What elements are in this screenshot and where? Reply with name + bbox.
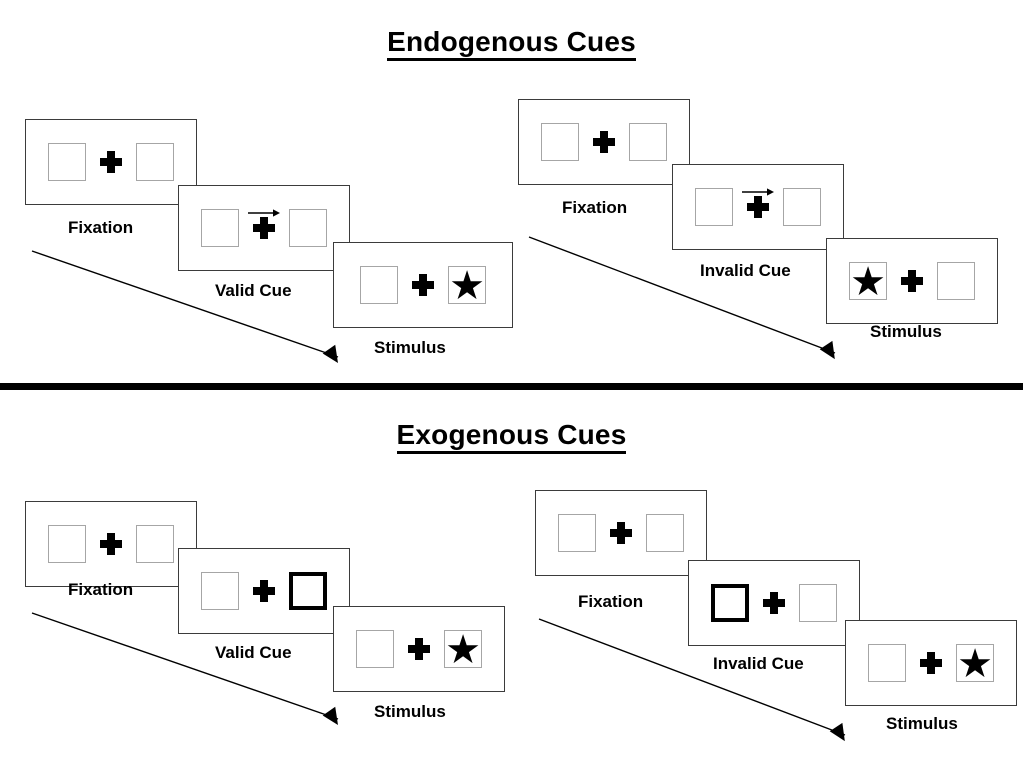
stimulus-box-right	[937, 262, 975, 300]
stimulus-box-left	[356, 630, 394, 668]
stimulus-box-left	[541, 123, 579, 161]
fixation-plus-icon	[901, 270, 923, 292]
fixation-center	[920, 652, 942, 674]
stimulus-box-left-with-target: ★	[849, 260, 887, 304]
fixation-center	[742, 188, 774, 218]
fixation-plus-icon	[408, 638, 430, 660]
stimulus-box-left	[695, 188, 733, 226]
panel-inner	[48, 525, 174, 563]
panel-inner	[201, 572, 327, 610]
caption-endogenous-valid-fixation: Fixation	[68, 218, 134, 237]
panel-endogenous-invalid-stimulus: ★	[826, 238, 998, 324]
stimulus-box-left	[48, 525, 86, 563]
fixation-center	[901, 270, 923, 292]
panel-inner: ★	[356, 628, 482, 672]
panel-inner: ★	[868, 642, 994, 686]
section-divider	[0, 383, 1023, 390]
fixation-center	[593, 131, 615, 153]
caption-endogenous-invalid-fixation: Fixation	[562, 198, 628, 217]
caption-exogenous-invalid-cue: Invalid Cue	[713, 654, 804, 673]
fixation-plus-icon	[610, 522, 632, 544]
panel-inner	[558, 514, 684, 552]
section-title-endogenous-text: Endogenous Cues	[387, 26, 636, 61]
panel-endogenous-valid-fixation	[25, 119, 197, 205]
fixation-plus-icon	[100, 151, 122, 173]
fixation-center	[408, 638, 430, 660]
panel-exogenous-invalid-cue	[688, 560, 860, 646]
stimulus-box-right-cued	[289, 572, 327, 610]
fixation-center	[763, 592, 785, 614]
stimulus-box-left	[201, 572, 239, 610]
caption-endogenous-invalid-stimulus: Stimulus	[870, 322, 942, 341]
fixation-center	[610, 522, 632, 544]
fixation-plus-icon	[593, 131, 615, 153]
fixation-plus-icon	[253, 217, 275, 239]
stimulus-box-left	[868, 644, 906, 682]
section-title-endogenous: Endogenous Cues	[0, 26, 1023, 61]
fixation-plus-icon	[100, 533, 122, 555]
stimulus-box-left	[48, 143, 86, 181]
fixation-plus-icon	[253, 580, 275, 602]
caption-exogenous-valid-fixation: Fixation	[68, 580, 134, 599]
fixation-center	[412, 274, 434, 296]
time-arrow-endogenous-invalid	[528, 236, 836, 360]
panel-inner	[711, 584, 837, 622]
fixation-center	[100, 151, 122, 173]
stimulus-box-right	[136, 525, 174, 563]
panel-exogenous-invalid-fixation	[535, 490, 707, 576]
fixation-center	[100, 533, 122, 555]
section-title-exogenous-text: Exogenous Cues	[396, 419, 627, 454]
stimulus-box-right-with-target: ★	[956, 642, 994, 686]
fixation-plus-icon	[920, 652, 942, 674]
panel-inner	[695, 188, 821, 226]
panel-exogenous-valid-cue	[178, 548, 350, 634]
caption-exogenous-valid-stimulus: Stimulus	[374, 702, 446, 721]
caption-endogenous-valid-cue: Valid Cue	[215, 281, 292, 300]
arrow-right-icon	[248, 209, 280, 217]
stimulus-box-right	[783, 188, 821, 226]
caption-exogenous-invalid-stimulus: Stimulus	[886, 714, 958, 733]
panel-exogenous-valid-stimulus: ★	[333, 606, 505, 692]
stimulus-box-right	[629, 123, 667, 161]
stimulus-box-left	[360, 266, 398, 304]
stimulus-box-right-with-target: ★	[448, 264, 486, 308]
section-title-exogenous: Exogenous Cues	[0, 419, 1023, 454]
panel-inner: ★	[360, 264, 486, 308]
panel-exogenous-valid-fixation	[25, 501, 197, 587]
panel-inner	[48, 143, 174, 181]
panel-inner: ★	[849, 260, 975, 304]
panel-inner	[201, 209, 327, 247]
stimulus-box-right	[289, 209, 327, 247]
stimulus-box-right	[799, 584, 837, 622]
stimulus-box-left	[201, 209, 239, 247]
fixation-plus-icon	[763, 592, 785, 614]
arrow-right-icon	[742, 188, 774, 196]
panel-inner	[541, 123, 667, 161]
fixation-plus-icon	[412, 274, 434, 296]
fixation-plus-icon	[747, 196, 769, 218]
panel-endogenous-valid-cue	[178, 185, 350, 271]
panel-endogenous-valid-stimulus: ★	[333, 242, 513, 328]
stimulus-box-right	[646, 514, 684, 552]
stimulus-box-right-with-target: ★	[444, 628, 482, 672]
panel-endogenous-invalid-fixation	[518, 99, 690, 185]
caption-exogenous-valid-cue: Valid Cue	[215, 643, 292, 662]
panel-exogenous-invalid-stimulus: ★	[845, 620, 1017, 706]
stimulus-box-left-cued	[711, 584, 749, 622]
fixation-center	[248, 209, 280, 239]
caption-endogenous-valid-stimulus: Stimulus	[374, 338, 446, 357]
caption-endogenous-invalid-cue: Invalid Cue	[700, 261, 791, 280]
stimulus-box-right	[136, 143, 174, 181]
panel-endogenous-invalid-cue	[672, 164, 844, 250]
fixation-center	[253, 580, 275, 602]
stimulus-box-left	[558, 514, 596, 552]
caption-exogenous-invalid-fixation: Fixation	[578, 592, 644, 611]
